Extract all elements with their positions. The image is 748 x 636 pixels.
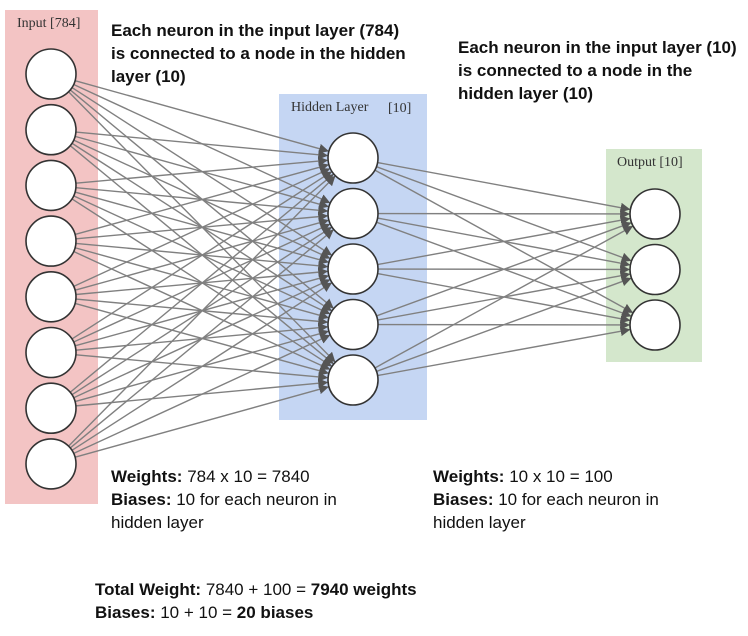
weights-value: 10 x 10 = 100 xyxy=(509,467,613,486)
hidden-output-connection xyxy=(377,215,631,266)
hidden-layer-label: Hidden Layer xyxy=(291,100,369,115)
input-neuron xyxy=(25,48,77,100)
input-hidden-connection xyxy=(71,171,332,340)
input-hidden-connection xyxy=(69,173,334,393)
hidden-layer-size: [10] xyxy=(388,101,411,116)
connections xyxy=(68,80,634,458)
input-neuron xyxy=(25,438,77,490)
input-layer-label: Input [784] xyxy=(17,16,80,31)
total-weight-expr: 7840 + 100 = xyxy=(205,580,307,599)
input-neuron xyxy=(25,382,77,435)
input-neuron xyxy=(25,326,77,379)
input-hidden-connection xyxy=(74,80,329,154)
hidden-neuron xyxy=(327,132,379,184)
output-neuron xyxy=(629,243,681,296)
input-hidden-connection xyxy=(73,334,331,455)
note-input-hidden: Each neuron in the input layer (784) is … xyxy=(111,21,406,86)
stats-input-hidden: Weights: 784 x 10 = 7840 Biases: 10 for … xyxy=(111,465,337,534)
total-biases-label: Biases: xyxy=(95,603,156,622)
input-neuron xyxy=(25,270,77,323)
input-hidden-connection xyxy=(75,156,329,184)
input-hidden-connection xyxy=(69,229,334,449)
hidden-output-connection xyxy=(374,225,634,369)
input-neuron xyxy=(25,215,77,267)
output-layer-label: Output [10] xyxy=(617,155,683,170)
total-weight-label: Total Weight: xyxy=(95,580,202,599)
hidden-output-connection xyxy=(376,276,632,373)
total-weight-result: 7940 weights xyxy=(310,580,417,599)
biases-value-cont: hidden layer xyxy=(111,513,204,532)
weights-label: Weights: xyxy=(433,467,505,486)
biases-value: 10 for each neuron in xyxy=(176,490,337,509)
input-neuron xyxy=(25,159,77,212)
weights-label: Weights: xyxy=(111,467,183,486)
weights-value: 784 x 10 = 7840 xyxy=(187,467,310,486)
input-hidden-connection xyxy=(73,168,331,287)
stats-hidden-output: Weights: 10 x 10 = 100 Biases: 10 for ea… xyxy=(433,465,659,534)
total-biases-result: 20 biases xyxy=(236,603,314,622)
biases-value-cont: hidden layer xyxy=(433,513,526,532)
hidden-neuron xyxy=(327,187,379,240)
input-hidden-connection xyxy=(68,175,336,447)
input-neuron xyxy=(25,103,77,156)
hidden-neuron xyxy=(327,298,379,351)
hidden-output-connection xyxy=(377,326,631,377)
input-hidden-connection xyxy=(71,282,332,451)
input-hidden-connection xyxy=(74,162,329,236)
output-neuron xyxy=(629,299,681,351)
note-hidden-output: Each neuron in the input layer (10) is c… xyxy=(458,38,737,103)
neurons xyxy=(25,48,681,490)
biases-value: 10 for each neuron in xyxy=(498,490,659,509)
input-hidden-connection xyxy=(75,131,329,160)
hidden-neuron xyxy=(327,243,379,295)
biases-label: Biases: xyxy=(111,490,172,509)
totals: Total Weight: 7840 + 100 = 7940 weights … xyxy=(95,578,417,624)
input-hidden-connection xyxy=(74,384,329,458)
biases-label: Biases: xyxy=(433,490,494,509)
hidden-output-connection xyxy=(377,161,631,213)
total-biases-expr: 10 + 10 = xyxy=(160,603,233,622)
hidden-neuron xyxy=(327,354,379,406)
output-neuron xyxy=(629,188,681,240)
hidden-output-connection xyxy=(376,221,632,317)
